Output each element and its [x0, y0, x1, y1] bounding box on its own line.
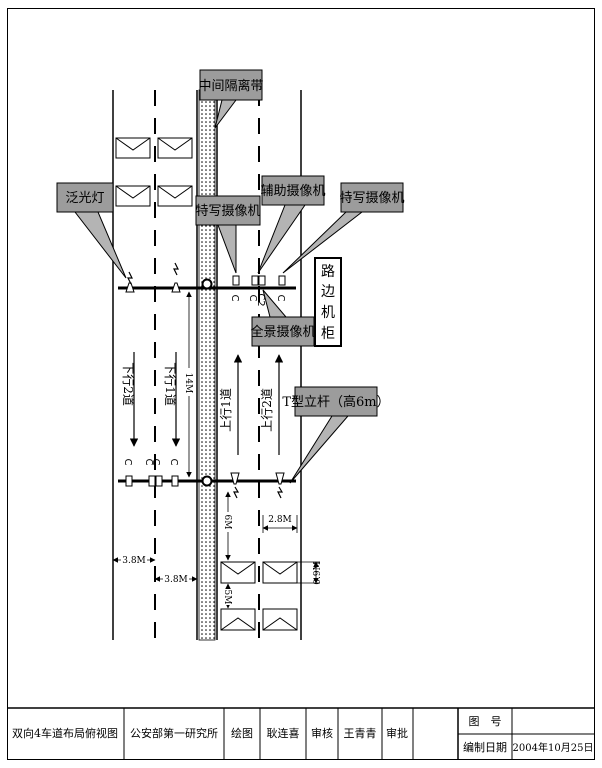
roadside-cabinet: 路 边 机 柜 [314, 257, 342, 347]
camera-icon [125, 475, 133, 487]
camera-mark: C [150, 459, 161, 466]
camera-icon [251, 275, 259, 286]
floodlight-icon [230, 472, 240, 485]
floodlight-icon [171, 282, 181, 293]
dim-coil-length: 5M [222, 590, 232, 605]
camera-mark: C [168, 459, 179, 466]
coil [220, 608, 256, 631]
lane-arrows [129, 352, 284, 455]
dim-coil-depth: 0.9M [313, 561, 323, 585]
camera-mark: C [122, 459, 133, 466]
lane-label-up-2: 上行2道 [260, 388, 274, 432]
camera-icon [171, 475, 179, 487]
title-block [7, 707, 595, 760]
callout-closeup-left-text: 特写摄像机 [195, 204, 260, 219]
coil [115, 185, 151, 207]
top-coils [115, 137, 193, 207]
callout-floodlight-text: 泛光灯 [65, 191, 104, 206]
coil [157, 137, 193, 159]
pole-base [201, 475, 213, 487]
dim-lane-width-left: 3.8M [122, 556, 146, 566]
dim-coil-width: 2.8M [268, 515, 292, 525]
callout-median-text: 中间隔离带 [198, 78, 263, 94]
flash-icon [233, 486, 240, 499]
lane-label-down-1: 下行1道 [163, 362, 177, 406]
camera-icon [148, 475, 156, 487]
dim-pole-spacing: 14M [183, 373, 193, 394]
flash-icon [277, 486, 284, 499]
flash-icon [127, 271, 133, 285]
camera-mark: C2 [255, 293, 266, 306]
organization: 公安部第一研究所 [130, 726, 218, 740]
checked-label: 审核 [311, 726, 333, 740]
drawn-label: 绘图 [231, 726, 253, 740]
dim-coil-gap: 6M [222, 515, 232, 530]
callout-floodlight: 泛光灯 [56, 182, 127, 279]
camera-mark: C [247, 295, 258, 302]
checked-by: 王青青 [344, 727, 377, 740]
floodlight-icon [125, 282, 135, 293]
median-strip [198, 89, 216, 641]
lane-label-up-1: 上行1道 [219, 388, 233, 432]
drawing-frame [7, 8, 595, 760]
callout-t-pole: T型立杆（高6m） [282, 386, 390, 484]
coil [157, 185, 193, 207]
callout-panorama-text: 全景摄像机 [250, 324, 315, 340]
callout-panorama: 全景摄像机 [250, 289, 316, 347]
date-value: 2004年10月25日 [513, 741, 594, 754]
callout-closeup-right: 特写摄像机 [282, 182, 405, 274]
camera-icon [155, 475, 163, 487]
callout-auxiliary-text: 辅助摄像机 [260, 184, 325, 199]
date-label: 编制日期 [463, 740, 507, 754]
camera-icon [278, 275, 286, 286]
callout-t-pole-text: T型立杆（高6m） [282, 394, 389, 410]
pole-base [201, 278, 213, 290]
camera-mark: C [143, 459, 154, 466]
flash-icon [173, 262, 179, 276]
camera-mark: C [275, 295, 286, 302]
callout-median: 中间隔离带 [198, 69, 264, 129]
lane-label-down-2: 下行2道 [121, 362, 135, 406]
cabinet-label-2: 边 [321, 284, 335, 300]
cabinet-label-4: 柜 [321, 326, 335, 342]
callout-closeup-left: 特写摄像机 [195, 195, 261, 274]
road-lines [112, 89, 302, 641]
top-pole: C C C2 C [118, 262, 296, 307]
drawn-by: 耿连喜 [267, 726, 300, 740]
coil [262, 561, 298, 584]
bottom-coils [220, 561, 298, 631]
cabinet-label-3: 机 [321, 305, 335, 321]
drawing-number-label: 图 号 [469, 715, 502, 728]
cabinet-label-1: 路 [321, 264, 335, 280]
dim-lane-width-mid: 3.8M [164, 575, 188, 585]
coil [115, 137, 151, 159]
callout-closeup-right-text: 特写摄像机 [339, 191, 404, 206]
coil [262, 608, 298, 631]
camera-icon [258, 275, 266, 286]
camera-icon [232, 275, 240, 286]
drawing-title: 双向4车道布局俯视图 [12, 726, 118, 740]
bottom-pole: C C C C [118, 459, 296, 499]
floodlight-icon [275, 472, 285, 485]
approved-label: 审批 [386, 726, 408, 740]
camera-mark: C [229, 295, 240, 302]
callout-auxiliary: 辅助摄像机 [257, 175, 326, 274]
coil [220, 561, 256, 584]
